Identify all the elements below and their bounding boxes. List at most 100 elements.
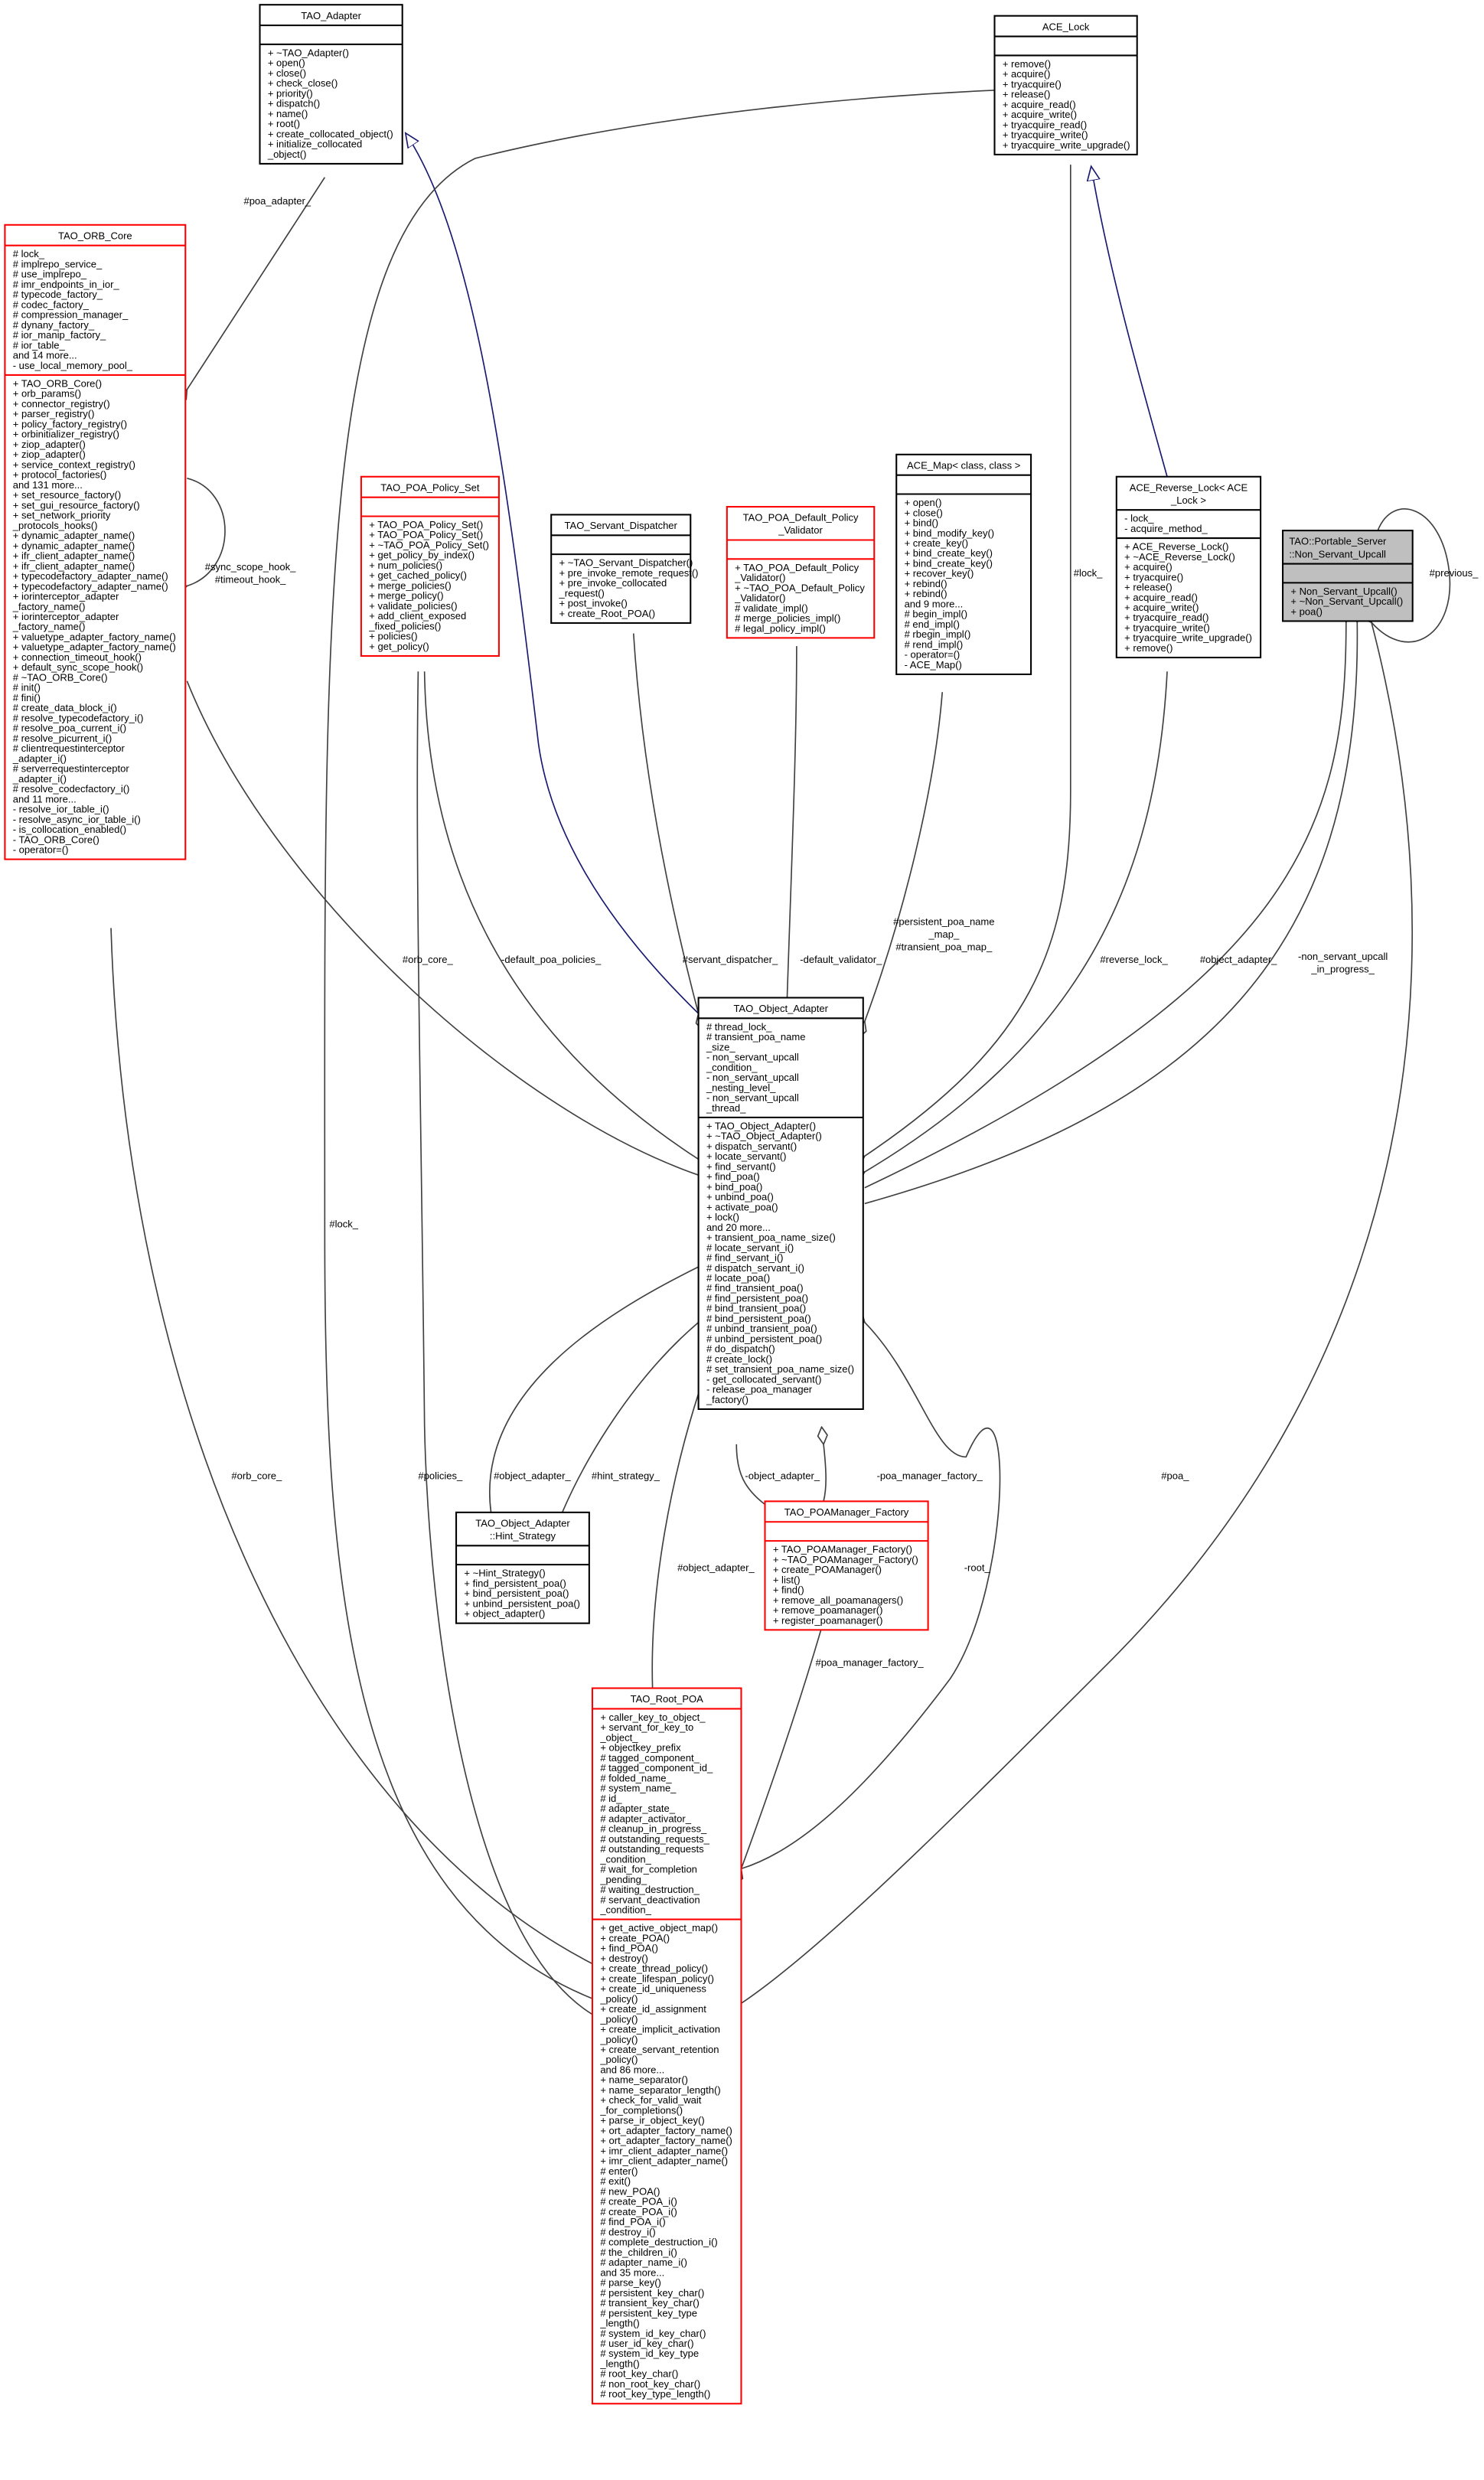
- class-method: + pre_invoke_collocated: [559, 577, 667, 589]
- class-method: + find_servant(): [706, 1160, 776, 1172]
- class-method: _Validator(): [734, 572, 785, 583]
- class-method: + ~TAO_POA_Default_Policy: [735, 582, 865, 593]
- class-method: # locate_poa(): [706, 1272, 770, 1284]
- edge-orb-root: [110, 928, 592, 1963]
- class-method: + open(): [268, 57, 305, 69]
- class-method: + acquire_read(): [1124, 592, 1198, 603]
- class-attribute: # ior_table_: [13, 339, 66, 351]
- class-title: TAO_POAManager_Factory: [784, 1506, 909, 1518]
- class-method: + acquire_read(): [1003, 99, 1076, 110]
- edge-poa-adapter: [187, 177, 326, 390]
- class-object-adapter[interactable]: TAO_Object_Adapter# thread_lock_# transi…: [697, 997, 864, 1410]
- class-attribute: # waiting_destruction_: [600, 1884, 700, 1895]
- class-attribute: # system_name_: [600, 1783, 677, 1794]
- edge-label: #lock_: [329, 1218, 358, 1229]
- class-attribute: # compression_manager_: [13, 309, 129, 321]
- class-method: # resolve_picurrent_i(): [13, 733, 113, 744]
- class-method: _policy(): [599, 2054, 638, 2065]
- class-attribute: # outstanding_requests: [600, 1843, 704, 1855]
- class-attribute: # outstanding_requests_: [600, 1833, 709, 1845]
- class-method: # resolve_codecfactory_i(): [13, 783, 130, 795]
- edge-label: #poa_manager_factory_: [815, 1657, 924, 1669]
- class-method: + find(): [773, 1584, 804, 1596]
- class-attribute: # servant_deactivation: [600, 1894, 700, 1905]
- edge-policy-root: [416, 671, 592, 2014]
- class-box: [455, 1511, 590, 1624]
- class-method: + create_POAManager(): [773, 1564, 882, 1575]
- class-method: + get_policy_by_index(): [369, 550, 475, 561]
- class-method: + ort_adapter_factory_name(): [600, 2135, 732, 2146]
- class-method: _policy(): [599, 2034, 638, 2045]
- class-method: + get_cached_policy(): [369, 569, 467, 581]
- class-non-servant-upcall[interactable]: TAO::Portable_Server::Non_Servant_Upcall…: [1282, 530, 1414, 622]
- class-method: + ~Non_Servant_Upcall(): [1290, 596, 1403, 607]
- class-title: ::Hint_Strategy: [490, 1530, 556, 1542]
- edge-label: #orb_core_: [231, 1470, 282, 1481]
- class-method: _length(): [599, 2318, 639, 2329]
- class-method: _adapter_i(): [12, 752, 67, 764]
- class-method: + ~TAO_Object_Adapter(): [706, 1131, 822, 1142]
- class-method: + ort_adapter_factory_name(): [600, 2125, 732, 2136]
- class-attribute: - non_servant_upcall: [706, 1052, 799, 1063]
- class-orb-core[interactable]: TAO_ORB_Core# lock_# implrepo_service_# …: [4, 224, 187, 860]
- class-policy-set[interactable]: TAO_POA_Policy_Set+ TAO_POA_Policy_Set()…: [360, 475, 500, 657]
- class-method: - operator=(): [905, 649, 961, 661]
- class-method: + ~TAO_POAManager_Factory(): [773, 1554, 918, 1565]
- class-method: - get_collocated_servant(): [706, 1373, 821, 1385]
- class-attribute: # use_implrepo_: [13, 269, 87, 280]
- class-box: [993, 15, 1138, 155]
- class-method: - resolve_async_ior_table_i(): [13, 814, 141, 825]
- class-ace-lock[interactable]: ACE_Lock+ remove()+ acquire()+ tryacquir…: [993, 15, 1138, 155]
- class-method: _fixed_policies(): [368, 620, 441, 631]
- class-method: + set_gui_resource_factory(): [13, 499, 140, 511]
- class-root-poa[interactable]: TAO_Root_POA+ caller_key_to_object_+ ser…: [591, 1687, 742, 2405]
- class-method: + num_policies(): [369, 560, 442, 571]
- class-box: [259, 4, 403, 165]
- class-servant-dispatcher[interactable]: TAO_Servant_Dispatcher+ ~TAO_Servant_Dis…: [550, 514, 699, 624]
- class-title: _Lock >: [1170, 494, 1206, 506]
- class-attribute: _object_: [599, 1731, 638, 1743]
- class-attribute: _size_: [706, 1041, 735, 1052]
- class-method: + ~TAO_Servant_Dispatcher(): [559, 557, 693, 569]
- class-attribute: and 14 more...: [13, 350, 77, 361]
- class-method: # merge_policies_impl(): [735, 612, 840, 624]
- class-method: + tryacquire(): [1003, 78, 1062, 90]
- class-tao-adapter[interactable]: TAO_Adapter+ ~TAO_Adapter()+ open()+ clo…: [259, 4, 403, 165]
- class-reverse-lock[interactable]: ACE_Reverse_Lock< ACE_Lock >- lock_- acq…: [1115, 475, 1262, 659]
- class-policy-validator[interactable]: TAO_POA_Default_Policy_Validator+ TAO_PO…: [726, 506, 876, 639]
- class-method: + tryacquire(): [1124, 571, 1183, 582]
- class-method: + TAO_POA_Policy_Set(): [369, 519, 483, 530]
- class-method: _length(): [599, 2358, 639, 2369]
- class-attribute: _condition_: [599, 1904, 651, 1916]
- class-attribute: _condition_: [599, 1853, 651, 1865]
- class-method: + acquire(): [1003, 68, 1051, 80]
- class-method: # rend_impl(): [905, 638, 964, 650]
- class-method: # bind_transient_poa(): [706, 1303, 806, 1314]
- class-hint-strategy[interactable]: TAO_Object_Adapter::Hint_Strategy+ ~Hint…: [455, 1511, 590, 1624]
- class-attribute: # wait_for_completion: [600, 1864, 697, 1875]
- class-method: + bind_create_key(): [905, 547, 993, 559]
- class-poamanager-factory[interactable]: TAO_POAManager_Factory+ TAO_POAManager_F…: [764, 1500, 929, 1631]
- class-method: + merge_policies(): [369, 579, 451, 591]
- class-ace-map[interactable]: ACE_Map< class, class >+ open()+ close()…: [895, 453, 1032, 676]
- class-method: + list(): [773, 1574, 801, 1585]
- class-method: + get_policy(): [369, 641, 429, 652]
- class-method: - operator=(): [13, 844, 69, 856]
- class-attribute: # imr_endpoints_in_ior_: [13, 279, 120, 290]
- class-method: # create_POA_i(): [600, 2196, 677, 2208]
- class-method: + orbinitializer_registry(): [13, 429, 119, 440]
- class-title: TAO::Portable_Server: [1289, 536, 1387, 547]
- class-attribute: - acquire_method_: [1124, 523, 1208, 534]
- class-method: + post_invoke(): [559, 598, 628, 609]
- edge-label: -object_adapter_: [745, 1470, 820, 1481]
- edge-label: #lock_: [1074, 567, 1103, 579]
- class-method: + find_persistent_poa(): [464, 1578, 566, 1589]
- class-box: [360, 475, 500, 657]
- class-method: + tryacquire_read(): [1124, 612, 1208, 623]
- class-method: + ziop_adapter(): [13, 449, 86, 460]
- class-method: + transient_poa_name_size(): [706, 1232, 836, 1243]
- class-method: _Validator(): [734, 592, 785, 604]
- class-method: _request(): [559, 587, 605, 599]
- class-title: TAO_POA_Default_Policy: [743, 512, 859, 524]
- edge-nsu-self: [1371, 508, 1451, 643]
